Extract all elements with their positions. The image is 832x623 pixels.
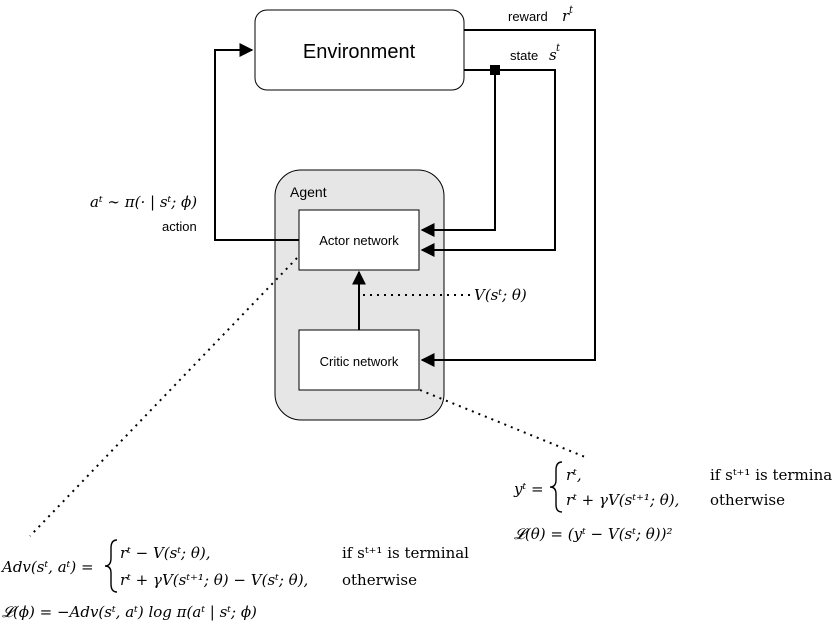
- target-case2-cond: otherwise: [710, 491, 785, 509]
- actor-network-label: Actor network: [319, 233, 399, 248]
- advantage-brace: [104, 539, 118, 593]
- actor-network-box: [298, 209, 420, 271]
- target-case1-cond: if sᵗ⁺¹ is terminal: [710, 466, 832, 484]
- state-superscript: t: [556, 43, 561, 54]
- environment-box: [254, 9, 465, 91]
- reward-arrow: [420, 29, 596, 367]
- critic-leader-line: [419, 389, 586, 458]
- state-line-outer: [420, 69, 556, 257]
- advantage-case2-cond: otherwise: [342, 571, 417, 589]
- state-label: state: [510, 48, 538, 63]
- actor-leader-line: [29, 257, 298, 537]
- reward-superscript: t: [569, 5, 574, 16]
- value-expression: V(sᵗ; θ): [474, 286, 527, 304]
- reward-symbol: r: [562, 7, 570, 25]
- target-lhs: yᵗ =: [513, 480, 544, 498]
- target-brace: [549, 461, 563, 513]
- target-case1-expr: rᵗ,: [566, 466, 582, 484]
- advantage-lhs: Adv(sᵗ, aᵗ) =: [0, 558, 94, 576]
- environment-label: Environment: [303, 41, 416, 63]
- policy-expression: aᵗ ∼ π(· | sᵗ; ϕ): [90, 193, 197, 211]
- action-arrow: [214, 43, 299, 241]
- agent-label: Agent: [290, 184, 327, 200]
- target-case2-expr: rᵗ + γV(sᵗ⁺¹; θ),: [566, 491, 679, 509]
- state-symbol: s: [549, 46, 557, 64]
- advantage-case1-cond: if sᵗ⁺¹ is terminal: [342, 544, 469, 562]
- reward-label: reward: [508, 9, 548, 24]
- advantage-equation: Adv(sᵗ, aᵗ) = rᵗ − V(sᵗ; θ), if sᵗ⁺¹ is …: [0, 539, 469, 621]
- advantage-case2-expr: rᵗ + γV(sᵗ⁺¹; θ) − V(sᵗ; θ),: [120, 571, 308, 589]
- critic-network-label: Critic network: [320, 354, 399, 369]
- target-equation: yᵗ = rᵗ, if sᵗ⁺¹ is terminal rᵗ + γV(sᵗ⁺…: [513, 461, 832, 543]
- advantage-case1-expr: rᵗ − V(sᵗ; θ),: [120, 544, 211, 562]
- actor-loss: 𝓛(ϕ) = −Adv(sᵗ, aᵗ) log π(aᵗ | sᵗ; ϕ): [2, 603, 257, 621]
- action-label: action: [162, 219, 197, 234]
- critic-network-box: [298, 329, 420, 391]
- state-line-inner: [420, 70, 496, 237]
- state-junction-marker: [490, 65, 500, 75]
- critic-loss: 𝓛(θ) = (yᵗ − V(sᵗ; θ))²: [514, 525, 673, 543]
